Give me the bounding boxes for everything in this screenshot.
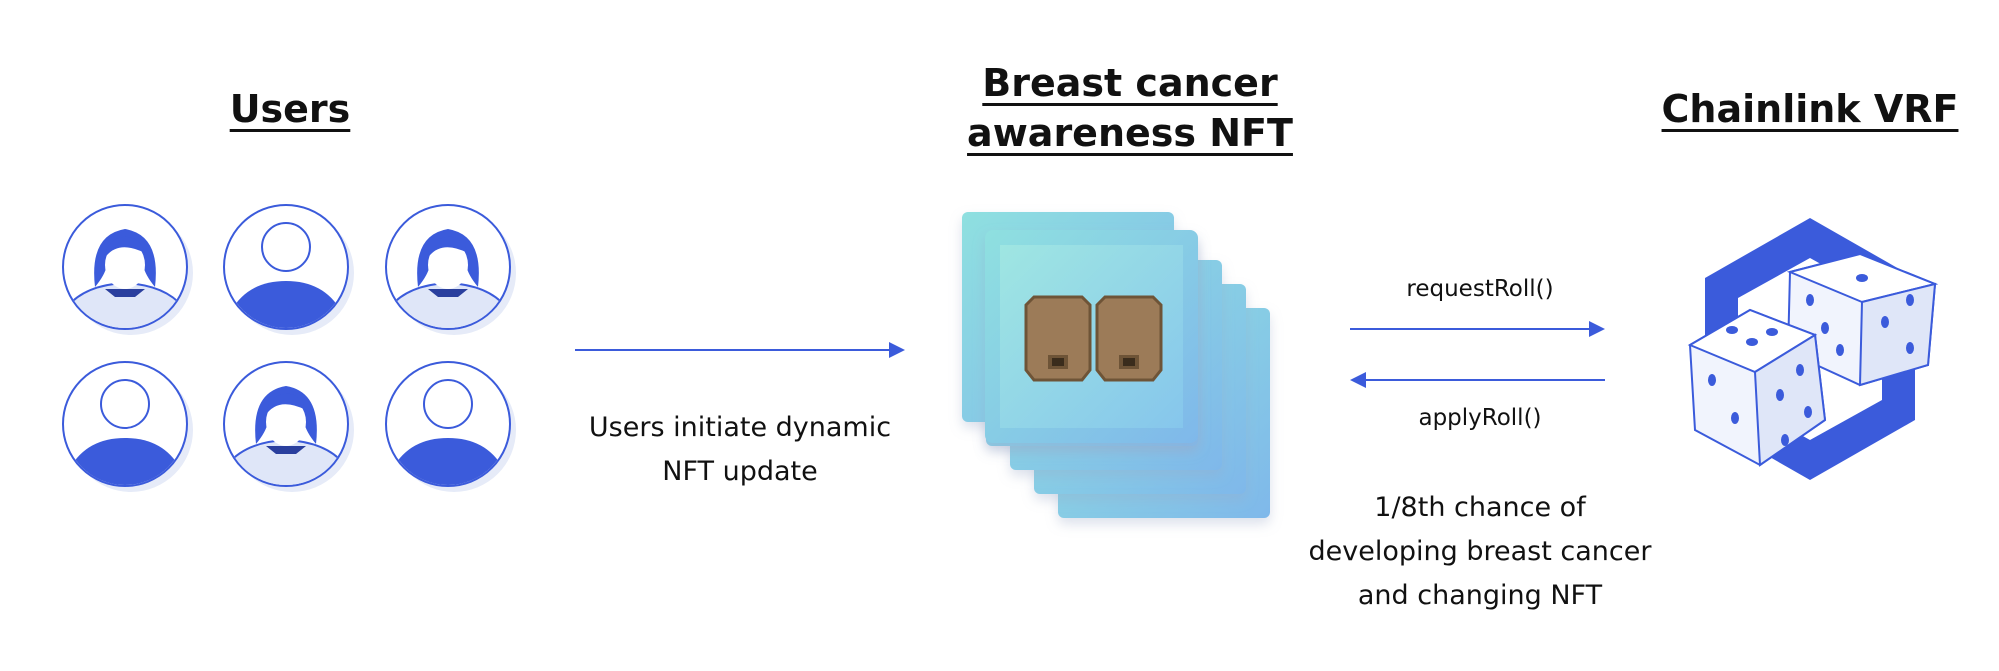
female-user-icon xyxy=(386,205,516,335)
apply-roll-arrow xyxy=(1350,372,1605,388)
male-user-icon xyxy=(224,205,354,335)
dice-icon xyxy=(1687,252,1939,467)
apply-roll-label: applyRoll() xyxy=(1418,405,1542,431)
nft-title-line-2: awareness NFT xyxy=(967,111,1293,155)
male-user-icon xyxy=(63,362,193,492)
users-caption: Users initiate dynamic NFT update xyxy=(545,406,935,494)
vrf-title: Chainlink VRF xyxy=(1661,87,1959,131)
female-user-icon xyxy=(63,205,193,335)
pixel-art xyxy=(1024,295,1163,382)
nft-title-line-1: Breast cancer xyxy=(982,61,1278,105)
chance-caption-line-2: developing breast cancer xyxy=(1308,536,1652,567)
female-user-icon xyxy=(224,362,354,492)
request-roll-label: requestRoll() xyxy=(1406,276,1554,302)
chance-caption: 1/8th chance of developing breast cancer… xyxy=(1260,486,1700,618)
users-caption-line-2: NFT update xyxy=(662,456,818,487)
chance-caption-line-3: and changing NFT xyxy=(1357,580,1603,611)
male-user-icon xyxy=(386,362,516,492)
chance-caption-line-1: 1/8th chance of xyxy=(1374,492,1586,523)
users-caption-line-1: Users initiate dynamic xyxy=(588,412,892,443)
nft-card-stack-icon xyxy=(962,212,1270,518)
request-roll-arrow xyxy=(1350,321,1605,337)
users-grid xyxy=(63,205,516,492)
users-title: Users xyxy=(229,87,351,131)
users-to-nft-arrow xyxy=(575,342,905,358)
nft-title: Breast cancer awareness NFT xyxy=(930,58,1330,158)
